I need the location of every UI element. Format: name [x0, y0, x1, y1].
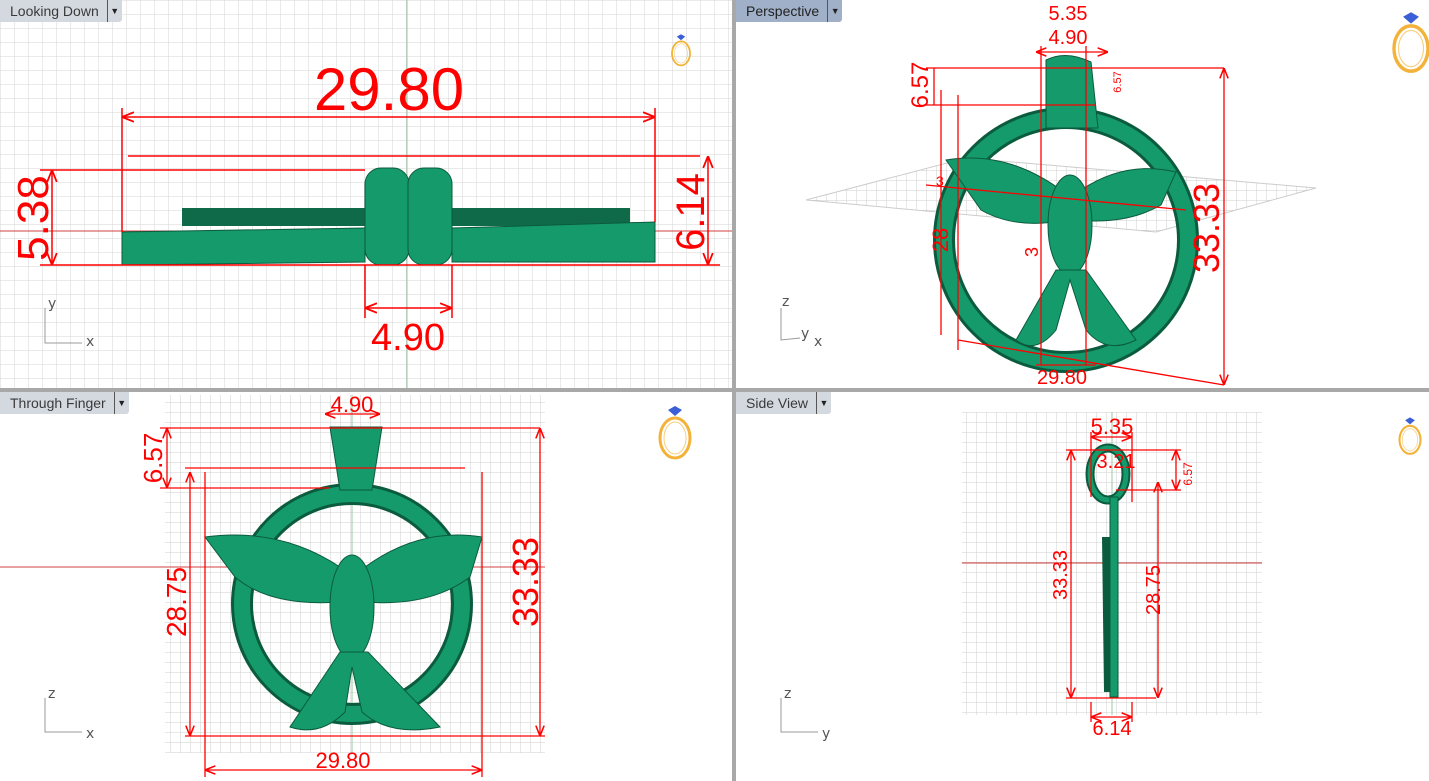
- ring-gem-icon[interactable]: [1392, 10, 1429, 73]
- viewport-tab[interactable]: Looking Down ▼: [0, 0, 122, 22]
- dimension-lines: [160, 414, 545, 777]
- viewport-side-view[interactable]: Side View ▼ 5.35 3.21 6.57 33.33 28.75 6: [736, 392, 1429, 781]
- pendant-model: [1085, 443, 1131, 698]
- dimension-bail: 4.90: [331, 392, 374, 417]
- dimension-lines: [925, 46, 1224, 386]
- axis-indicator: z x: [44, 686, 94, 742]
- dimension-depth: 6.14: [1093, 718, 1132, 740]
- viewport-perspective[interactable]: Perspective ▼ 5.35 4.90 6.57 6.57: [736, 0, 1429, 388]
- axis-indicator: y x: [44, 296, 94, 350]
- dimension-right-height: 6.14: [669, 173, 713, 251]
- dimension-bail-depth: 4.90: [1049, 27, 1088, 49]
- dimension-top: 5.35: [1091, 414, 1134, 439]
- dropdown-arrow-icon[interactable]: ▼: [113, 392, 129, 414]
- dimension-bail-height: 6.57: [138, 433, 168, 484]
- dimension-width: 29.80: [1037, 367, 1087, 388]
- axis-indicator: z y x: [780, 294, 822, 350]
- viewport-canvas[interactable]: 29.80 5.38 6.14 4.90 y x: [0, 0, 732, 388]
- dimension-partial: 28: [928, 228, 953, 252]
- viewport-tab[interactable]: Perspective ▼: [736, 0, 843, 22]
- dimension-ring-height: 28.75: [1143, 565, 1165, 615]
- dimension-lines: [40, 108, 720, 318]
- viewport-title: Looking Down: [10, 3, 99, 19]
- dimension-bail-inner: 3.21: [1097, 451, 1136, 473]
- viewport-canvas[interactable]: 5.35 3.21 6.57 33.33 28.75 6.14 z y: [736, 392, 1429, 781]
- viewport-title: Perspective: [746, 3, 820, 19]
- dimension-bail-height: 6.57: [907, 62, 934, 109]
- dimension-width: 29.80: [314, 56, 464, 123]
- viewport-tab[interactable]: Through Finger ▼: [0, 392, 129, 414]
- ring-gem-icon[interactable]: [1397, 415, 1423, 456]
- axis-indicator: z y: [780, 686, 830, 742]
- viewport-title: Through Finger: [10, 395, 106, 411]
- svg-text:x: x: [86, 726, 94, 742]
- svg-text:z: z: [784, 686, 791, 702]
- ring-gem-icon[interactable]: [658, 404, 692, 460]
- dropdown-arrow-icon[interactable]: ▼: [816, 392, 831, 414]
- viewport-title: Side View: [746, 395, 809, 411]
- dimension-partial: 3: [936, 173, 944, 189]
- pendant-model: [121, 167, 656, 266]
- svg-text:y: y: [801, 326, 809, 342]
- pendant-model: [933, 55, 1199, 373]
- dimension-bail: 4.90: [371, 317, 445, 359]
- dimension-bail-height: 6.57: [1181, 462, 1195, 486]
- dimension-total-height: 33.33: [1050, 550, 1072, 600]
- dimension-partial: 3: [1022, 247, 1042, 257]
- dropdown-arrow-icon[interactable]: ▼: [106, 0, 122, 22]
- dimension-total-height: 33.33: [505, 537, 546, 627]
- svg-text:z: z: [48, 686, 55, 702]
- dimension-ring-height: 28.75: [161, 567, 192, 637]
- dimension-bail-width: 5.35: [1049, 3, 1088, 25]
- svg-text:x: x: [814, 334, 822, 350]
- dimension-left-height: 5.38: [9, 175, 58, 261]
- pendant-model: [204, 426, 483, 731]
- svg-text:y: y: [822, 726, 830, 742]
- svg-text:z: z: [782, 294, 789, 310]
- dimension-total-height: 33.33: [1186, 183, 1227, 273]
- dimension-width: 29.80: [315, 748, 370, 773]
- viewport-looking-down[interactable]: Looking Down ▼ 29.80 5.38 6.14 4.90: [0, 0, 732, 388]
- viewport-canvas[interactable]: 5.35 4.90 6.57 6.57 33.33 28 3 3 29.80 z…: [736, 0, 1429, 388]
- viewport-tab[interactable]: Side View ▼: [736, 392, 832, 414]
- svg-text:y: y: [48, 296, 56, 312]
- svg-text:x: x: [86, 334, 94, 350]
- dropdown-arrow-icon[interactable]: ▼: [827, 0, 842, 22]
- viewport-canvas[interactable]: 4.90 6.57 28.75 33.33 29.80 z x: [0, 392, 732, 781]
- dimension-small-height: 6.57: [1112, 71, 1124, 92]
- dimension-lines: [1066, 432, 1181, 722]
- viewport-through-finger[interactable]: Through Finger ▼ 4.90 6.57 28.7: [0, 392, 732, 781]
